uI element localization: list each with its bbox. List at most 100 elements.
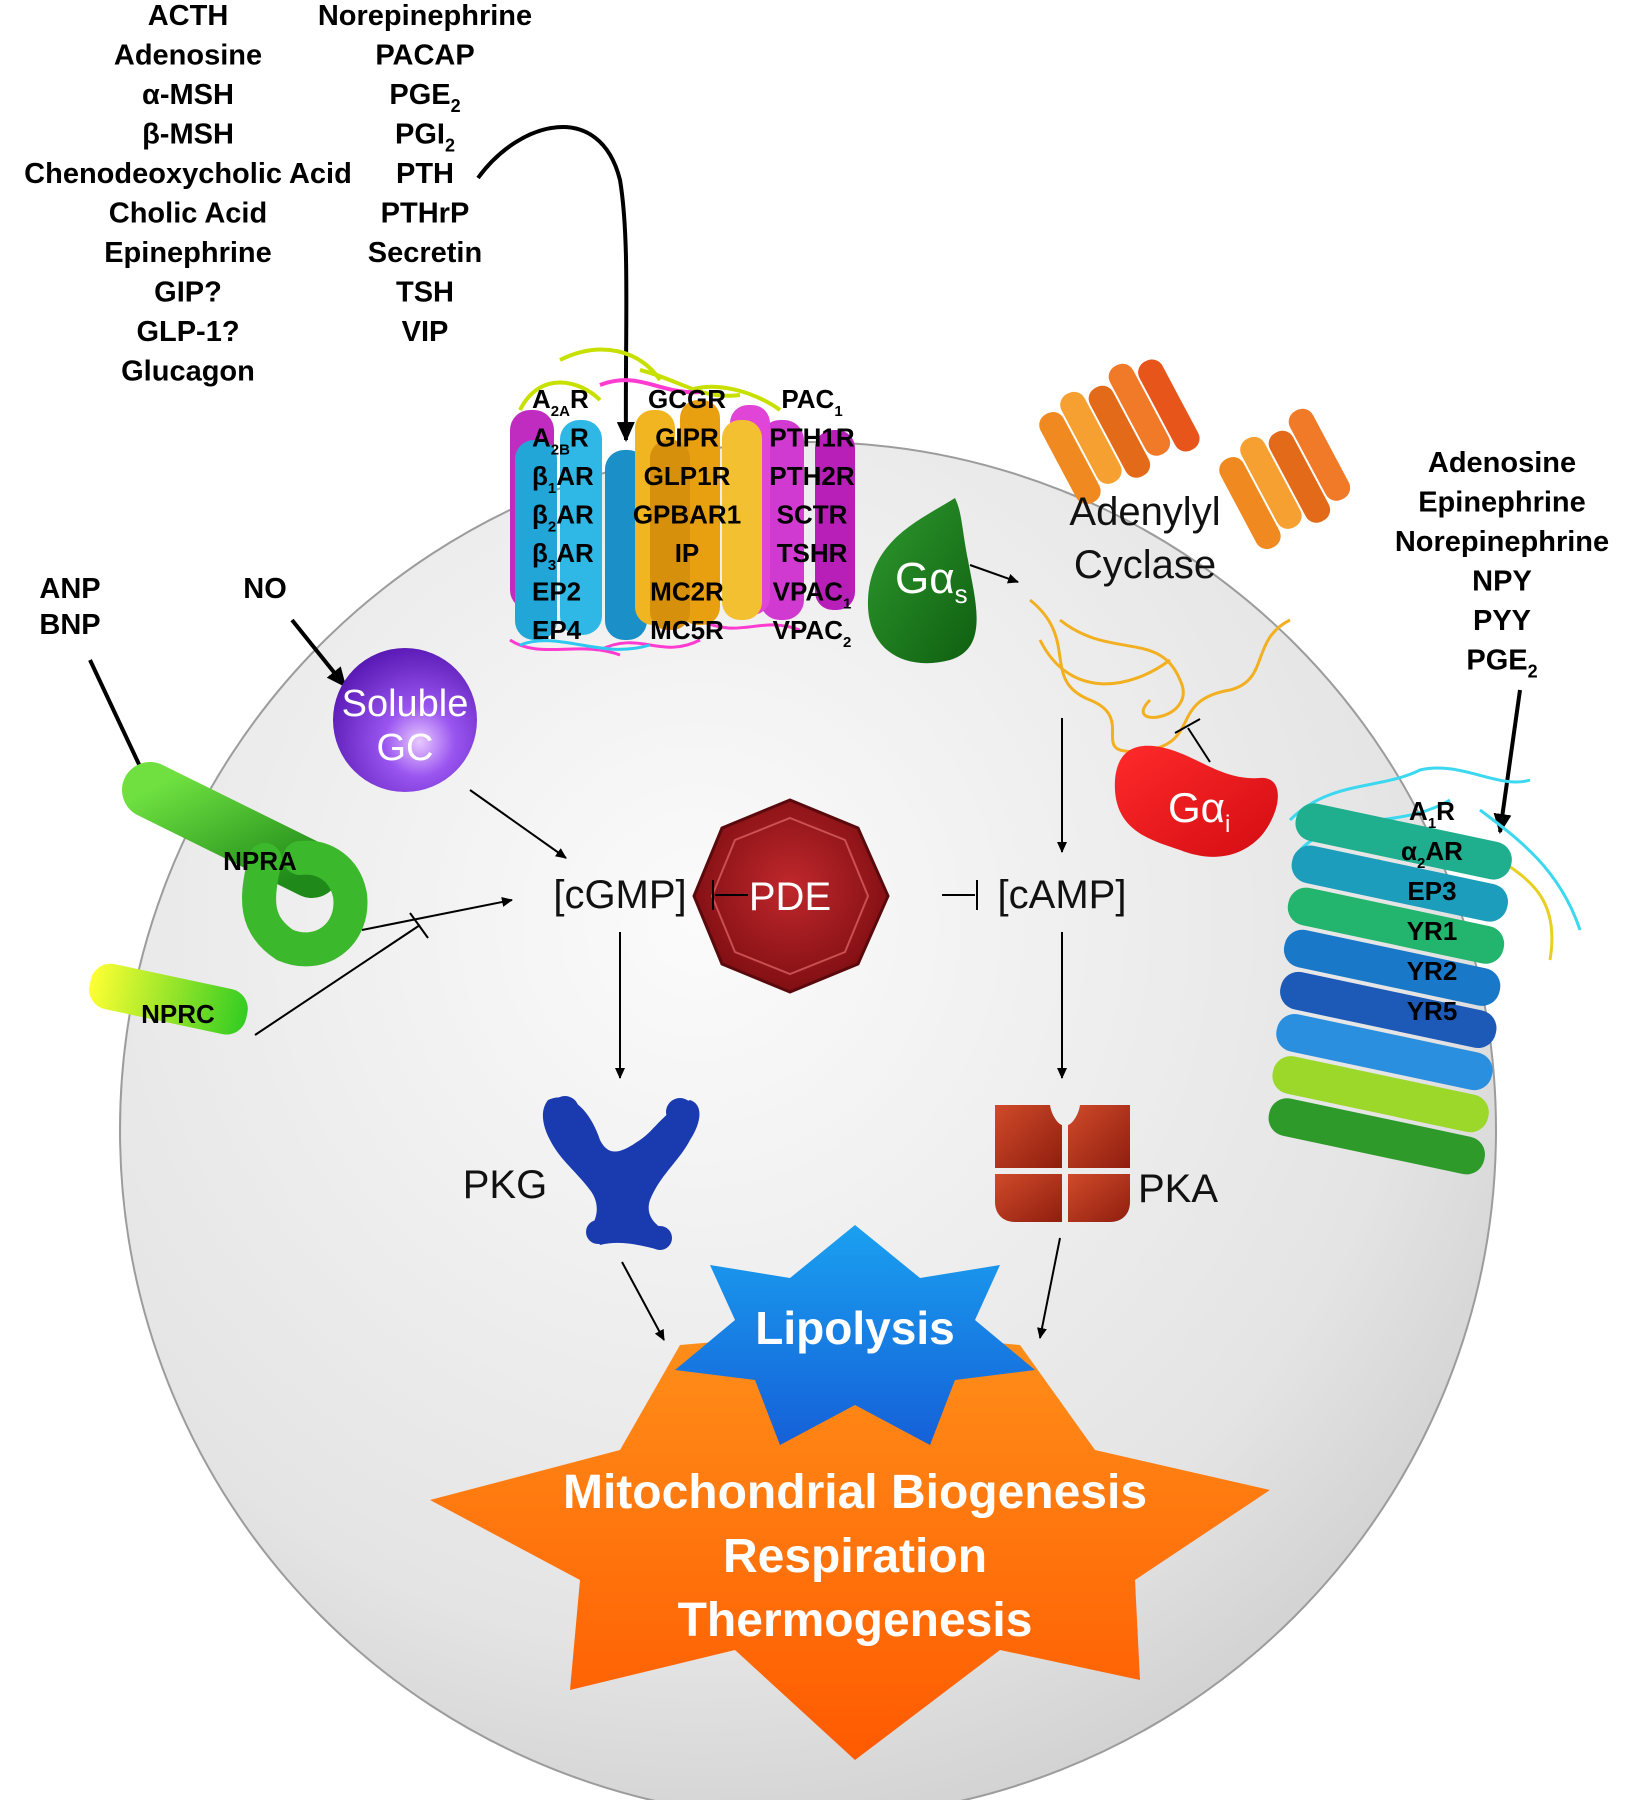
gs-receptor-c-4: TSHR (777, 538, 848, 568)
soluble-gc-label-2: GC (377, 727, 434, 769)
gs-ligand-a-1: Adenosine (114, 40, 262, 72)
pde-label: PDE (749, 875, 831, 919)
gs-receptor-b-1: GIPR (655, 423, 719, 453)
npra-receptor (122, 762, 368, 967)
gi-receptor-2: EP3 (1407, 876, 1456, 906)
gai-inhibits-ac (1187, 727, 1211, 763)
gs-ligand-list-1: ACTH Adenosine α-MSH β-MSH Chenodeoxycholic … (24, 0, 352, 388)
gi-ligand-arrow (1493, 689, 1522, 834)
outcome-label-1: Mitochondrial Biogenesis (563, 1466, 1147, 1519)
nprc-label: NPRC (141, 999, 215, 1029)
gs-ligand-b-6: Secretin (368, 237, 482, 269)
adenylyl-cyclase-label-2: Cyclase (1074, 543, 1216, 587)
gi-receptor-4: YR2 (1407, 956, 1458, 986)
g-alpha-i-label: Gαi (1168, 784, 1230, 838)
gs-ligand-b-2: PGE2 (389, 79, 460, 116)
gi-receptor-3: YR1 (1407, 916, 1458, 946)
nprc-inhibits-npra (254, 924, 421, 1036)
gi-ligand-3: NPY (1472, 566, 1532, 598)
adenylyl-cyclase-label-1: Adenylyl (1069, 490, 1220, 534)
gs-ligand-a-0: ACTH (148, 0, 229, 32)
gs-receptor-a-5: EP2 (532, 577, 581, 607)
gs-ligand-b-7: TSH (396, 277, 454, 309)
gs-receptor-c-1: PTH1R (769, 423, 854, 453)
gs-receptor-a-0: A2AR (532, 384, 589, 420)
gs-ligand-b-1: PACAP (375, 40, 474, 72)
cgmp-label: [cGMP] (553, 873, 686, 917)
gs-ligand-a-3: β-MSH (142, 119, 234, 151)
pka-to-lipolysis-arrow (1037, 1237, 1061, 1339)
gi-receptor-1: α2AR (1401, 836, 1463, 872)
gs-receptor-a-4: β3AR (532, 538, 594, 574)
gi-receptor-bundle (1268, 766, 1582, 1175)
gi-ligand-5: PGE2 (1466, 645, 1537, 682)
gs-receptor-c-0: PAC1 (781, 384, 842, 420)
gs-receptor-b-0: GCGR (648, 384, 726, 414)
gs-receptor-b-6: MC5R (650, 615, 724, 645)
gi-receptor-0: A1R (1409, 796, 1455, 832)
gs-receptor-b-4: IP (675, 538, 700, 568)
gs-ligand-b-5: PTHrP (381, 198, 470, 230)
adenylyl-cyclase (1029, 359, 1351, 753)
np-ligand-1: BNP (39, 609, 100, 641)
gi-ligand-0: Adenosine (1428, 447, 1576, 479)
np-ligand-0: ANP (39, 573, 100, 605)
gs-receptor-b-2: GLP1R (644, 461, 731, 491)
gs-receptor-c-6: VPAC2 (773, 615, 852, 651)
np-ligand-list: ANP BNP (39, 573, 100, 641)
soluble-gc (333, 648, 477, 792)
outcome-label-3: Thermogenesis (678, 1594, 1033, 1647)
pkg-enzyme (542, 1096, 700, 1250)
lipolysis-label: Lipolysis (755, 1302, 954, 1354)
gai-inhibits-ac-bar (1174, 718, 1201, 734)
gs-ligand-a-6: Epinephrine (104, 237, 272, 269)
gs-receptor-c-2: PTH2R (769, 461, 854, 491)
camp-label: [cAMP] (998, 873, 1127, 917)
gs-ligand-a-7: GIP? (154, 277, 222, 309)
pde-enzyme (692, 798, 890, 994)
g-alpha-s-label: Gαs (895, 554, 968, 609)
gs-ligand-a-5: Cholic Acid (109, 198, 267, 230)
pkg-label: PKG (463, 1163, 547, 1207)
pkg-to-lipolysis-arrow (621, 1261, 665, 1341)
no-label: NO (243, 573, 287, 605)
gi-ligand-1: Epinephrine (1418, 487, 1586, 519)
gs-ligand-a-2: α-MSH (142, 79, 234, 111)
outcome-burst (430, 1330, 1270, 1760)
outcome-label-2: Respiration (723, 1530, 987, 1583)
lipolysis-star (675, 1225, 1035, 1445)
gi-ligand-2: Norepinephrine (1395, 526, 1609, 558)
gs-receptor-c-3: SCTR (777, 500, 848, 530)
gs-receptor-a-2: β1AR (532, 461, 594, 497)
g-alpha-s-protein (867, 498, 977, 664)
gi-ligand-4: PYY (1473, 605, 1531, 637)
npra-to-cgmp-arrow (361, 897, 513, 931)
gas-to-ac-arrow (969, 564, 1019, 584)
gs-receptor-b-3: GPBAR1 (633, 500, 741, 530)
soluble-gc-label-1: Soluble (342, 683, 469, 725)
npra-label: NPRA (223, 846, 297, 876)
gs-ligand-b-0: Norepinephrine (318, 0, 532, 32)
sgc-to-cgmp-arrow (469, 789, 567, 859)
gs-receptor-a-1: A2BR (532, 423, 589, 459)
gs-receptor-labels: A2ARA2BRβ1ARβ2ARβ3AREP2EP4GCGRGIPRGLP1RG… (532, 384, 855, 651)
nprc-receptor (89, 963, 248, 1035)
gs-ligand-a-4: Chenodeoxycholic Acid (24, 158, 352, 190)
gs-receptor-b-5: MC2R (650, 577, 724, 607)
gi-receptor-5: YR5 (1407, 996, 1458, 1026)
gs-receptor-bundle (509, 347, 855, 657)
gs-ligand-a-8: GLP-1? (136, 316, 239, 348)
gs-receptor-a-6: EP4 (532, 615, 582, 645)
gs-ligand-b-4: PTH (396, 158, 454, 190)
gs-ligand-a-9: Glucagon (121, 356, 255, 388)
ligand-to-gs-receptor-arrow (476, 125, 635, 442)
g-alpha-i-protein (1114, 745, 1278, 857)
gs-ligand-b-8: VIP (402, 316, 449, 348)
no-to-sgc-arrow (290, 618, 347, 688)
gs-ligand-b-3: PGI2 (395, 119, 455, 156)
nprc-inhibits-bar (409, 912, 429, 939)
